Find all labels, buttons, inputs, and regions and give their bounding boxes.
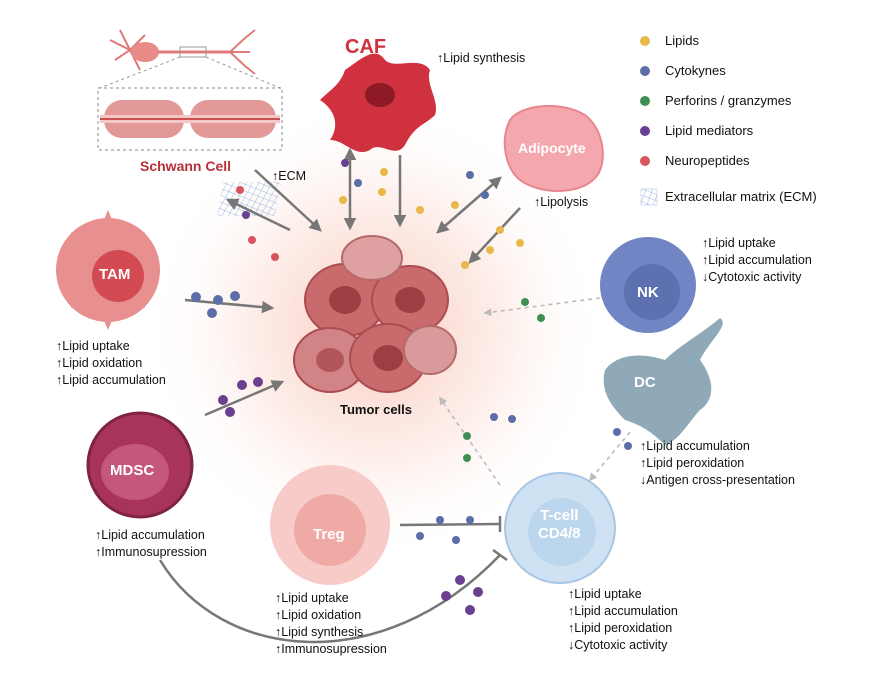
tcell-effect-0: ↑Lipid uptake: [568, 587, 642, 601]
tcell-effects: ↑Lipid uptake ↑Lipid accumulation ↑Lipid…: [568, 586, 678, 654]
dc-effect-1: ↑Lipid peroxidation: [640, 456, 745, 470]
treg-title: Treg: [313, 526, 345, 543]
treg-effect-1: ↑Lipid oxidation: [275, 608, 362, 622]
tam-effects: ↑Lipid uptake ↑Lipid oxidation ↑Lipid ac…: [56, 338, 166, 389]
tcell-nucleus: [528, 498, 596, 566]
tam-title: TAM: [99, 266, 131, 283]
legend-label: Lipids: [665, 33, 699, 48]
legend-label: Neuropeptides: [665, 153, 750, 168]
adipocyte-title: Adipocyte: [518, 140, 586, 156]
mdsc-nucleus: [101, 444, 169, 500]
legend-label: Extracellular matrix (ECM): [665, 189, 817, 204]
treg-effect-2: ↑Lipid synthesis: [275, 625, 364, 639]
caf-nucleus: [365, 83, 395, 107]
mdsc-effect-0: ↑Lipid accumulation: [95, 528, 205, 542]
treg-effect-3: ↑Immunosupression: [275, 642, 387, 656]
neuropeptides-dot-icon: [640, 156, 650, 166]
adipocyte-effects: ↑Lipolysis: [534, 194, 588, 211]
schwann-effect-0: ↑ECM: [272, 169, 307, 183]
legend-label: Cytokynes: [665, 63, 726, 78]
schwann-cell-icon: [97, 29, 283, 151]
nk-title: NK: [637, 284, 659, 301]
dc-title: DC: [634, 374, 656, 391]
treg-effects: ↑Lipid uptake ↑Lipid oxidation ↑Lipid sy…: [275, 590, 387, 658]
tcell-effect-1: ↑Lipid accumulation: [568, 604, 678, 618]
perforins-dot-icon: [640, 96, 650, 106]
dashed-arrows: [439, 297, 631, 486]
nk-effect-2: ↓Cytotoxic activity: [702, 270, 802, 284]
treg-effect-0: ↑Lipid uptake: [275, 591, 349, 605]
caf-title: CAF: [345, 36, 387, 58]
caf-effects: ↑Lipid synthesis: [437, 50, 525, 67]
adipocyte-body: [503, 104, 604, 192]
tam-cell-icon: [56, 210, 160, 330]
nk-effect-1: ↑Lipid accumulation: [702, 253, 812, 267]
legend-label: Lipid mediators: [665, 123, 754, 138]
tam-effect-0: ↑Lipid uptake: [56, 339, 130, 353]
cytokynes-dot-icon: [640, 66, 650, 76]
tcell-title-line1: T-cell: [540, 507, 579, 524]
dc-effect-2: ↓Antigen cross-presentation: [640, 473, 795, 487]
mdsc-title: MDSC: [110, 462, 155, 479]
mesh-icon: [640, 188, 658, 206]
nk-nucleus: [624, 264, 680, 320]
lipids-dot-icon: [640, 36, 650, 46]
schwann-cell-title: Schwann Cell: [140, 158, 232, 174]
dc-effect-0: ↑Lipid accumulation: [640, 439, 750, 453]
adipocyte-effect-0: ↑Lipolysis: [534, 195, 589, 209]
tcell-effect-2: ↑Lipid peroxidation: [568, 621, 673, 635]
tcell-title: T-cell CD4/8: [538, 507, 581, 543]
mdsc-effects: ↑Lipid accumulation ↑Immunosupression: [95, 527, 207, 561]
lipid-mediators-dot-icon: [640, 126, 650, 136]
dc-effects: ↑Lipid accumulation ↑Lipid peroxidation …: [640, 438, 795, 489]
tcell-effect-3: ↓Cytotoxic activity: [568, 638, 668, 652]
dc-cell-body: [603, 318, 723, 445]
mdsc-effect-1: ↑Immunosupression: [95, 545, 207, 559]
tumor-cells-title: Tumor cells: [340, 402, 413, 417]
caf-effect-0: ↑Lipid synthesis: [437, 51, 526, 65]
nk-effect-0: ↑Lipid uptake: [702, 236, 776, 250]
particle-dots: [191, 159, 632, 615]
tcell-title-line2: CD4/8: [538, 525, 581, 542]
legend-label: Perforins / granzymes: [665, 93, 792, 108]
schwann-effects: ↑ECM: [272, 168, 306, 185]
tam-effect-2: ↑Lipid accumulation: [56, 373, 166, 387]
nk-effects: ↑Lipid uptake ↑Lipid accumulation ↓Cytot…: [702, 235, 812, 286]
tam-effect-1: ↑Lipid oxidation: [56, 356, 143, 370]
treg-nucleus: [294, 494, 366, 566]
tumor-cells-icon: [293, 235, 457, 393]
